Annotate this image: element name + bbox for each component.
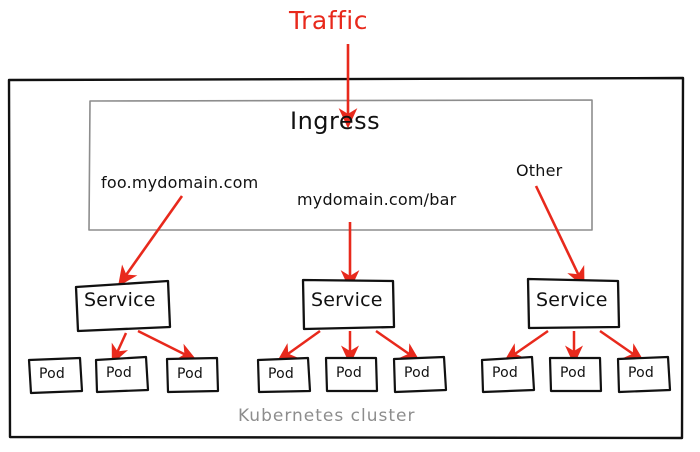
pod-label-2-3: Pod xyxy=(404,365,430,381)
pod-box-1-1 xyxy=(27,356,84,395)
service2-pod-arrow-3 xyxy=(375,329,421,362)
service2-pod-arrow-1 xyxy=(276,329,321,362)
pod-box-3-3 xyxy=(616,355,672,394)
pod-box-3-2 xyxy=(548,356,603,393)
cluster-boundary-box xyxy=(7,76,685,440)
service3-pod-arrow-1 xyxy=(503,329,549,362)
ingress-label: Ingress xyxy=(290,107,381,135)
pod-box-2-3 xyxy=(392,355,448,394)
route-rule-bar: mydomain.com/bar xyxy=(297,190,457,209)
pod-box-2-1 xyxy=(256,356,312,394)
service1-pod-arrow-2 xyxy=(111,332,129,365)
route-arrow-foo xyxy=(117,195,184,287)
service1-pod-arrow-3 xyxy=(137,329,197,361)
ingress-boundary-box xyxy=(88,99,593,231)
service-label-3: Service xyxy=(536,289,608,311)
service-label-2: Service xyxy=(311,289,383,311)
pod-label-2-2: Pod xyxy=(336,365,362,381)
route-rule-foo: foo.mydomain.com xyxy=(101,173,259,192)
pod-box-1-3 xyxy=(165,356,220,394)
pod-label-3-2: Pod xyxy=(560,365,586,381)
pod-box-1-2 xyxy=(94,355,150,394)
pod-label-1-1: Pod xyxy=(39,366,65,382)
traffic-label: Traffic xyxy=(289,6,368,35)
pod-box-3-1 xyxy=(480,355,536,394)
service-label-1: Service xyxy=(84,289,156,311)
pod-label-2-1: Pod xyxy=(268,366,294,382)
service3-pod-arrow-3 xyxy=(599,329,645,362)
cluster-caption: Kubernetes cluster xyxy=(238,406,416,426)
pod-label-1-3: Pod xyxy=(177,366,203,382)
service-box-2 xyxy=(301,278,396,331)
pod-label-1-2: Pod xyxy=(106,365,132,381)
service-box-1 xyxy=(74,279,172,333)
route-arrow-other xyxy=(534,185,585,288)
pod-box-2-2 xyxy=(324,356,379,393)
pod-label-3-1: Pod xyxy=(492,365,518,381)
route-rule-other: Other xyxy=(516,161,563,180)
pod-label-3-3: Pod xyxy=(628,365,654,381)
service-box-3 xyxy=(526,277,621,330)
